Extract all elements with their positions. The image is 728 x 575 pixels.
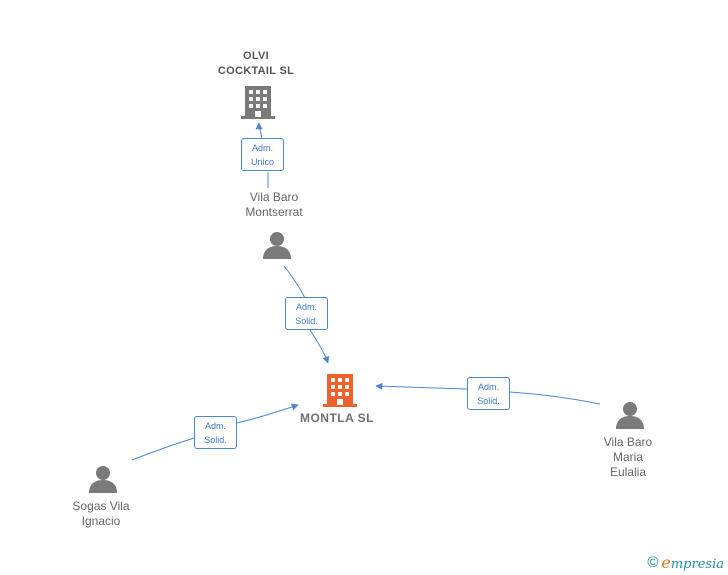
brand-name: mpresia bbox=[670, 557, 724, 572]
person-icon[interactable] bbox=[88, 464, 118, 494]
node-sogas-name-line2: Ignacio bbox=[81, 514, 121, 528]
node-montla-label[interactable]: MONTLA SL bbox=[287, 411, 387, 426]
node-montserrat-label[interactable]: Vila Baro Montserrat bbox=[224, 190, 324, 220]
edge-label-maria-montla[interactable]: Adm. Solid. bbox=[467, 377, 510, 410]
node-montserrat-name-line1: Vila Baro bbox=[249, 190, 299, 204]
main-building-icon[interactable] bbox=[323, 372, 357, 408]
node-maria-name-line1: Vila Baro bbox=[603, 435, 653, 449]
edge-label-sogas-montla[interactable]: Adm. Solid. bbox=[194, 416, 237, 449]
edge-montserrat-montla bbox=[283, 265, 328, 363]
copyright-icon: © bbox=[647, 554, 659, 571]
node-olvi-name-line2: COCKTAIL SL bbox=[217, 65, 295, 77]
node-montla-name: MONTLA SL bbox=[299, 411, 375, 425]
brand-initial: e bbox=[661, 553, 671, 572]
node-maria-label[interactable]: Vila Baro Maria Eulalia bbox=[583, 435, 673, 480]
edge-montserrat-olvi bbox=[259, 123, 269, 188]
edge-label-line2: Solid. bbox=[477, 396, 500, 406]
edge-label-line1: Adm. bbox=[204, 421, 226, 431]
node-maria-name-line3: Eulalia bbox=[609, 465, 647, 479]
edge-label-line1: Adm. bbox=[295, 302, 317, 312]
footer-brand[interactable]: © empresia bbox=[647, 553, 724, 572]
building-icon[interactable] bbox=[241, 84, 275, 120]
edge-sogas-montla bbox=[131, 405, 298, 461]
node-olvi-name-line1: OLVI bbox=[242, 50, 270, 62]
edge-label-line1: Adm. bbox=[251, 143, 273, 153]
edge-label-line1: Adm. bbox=[477, 382, 499, 392]
edge-label-line2: Solid. bbox=[204, 435, 227, 445]
node-olvi-label[interactable]: OLVI COCKTAIL SL bbox=[205, 49, 307, 79]
node-maria-name-line2: Maria bbox=[612, 450, 643, 464]
person-icon[interactable] bbox=[615, 400, 645, 430]
node-sogas-label[interactable]: Sogas Vila Ignacio bbox=[51, 499, 151, 529]
edge-label-line2: Unico bbox=[250, 157, 274, 167]
person-icon[interactable] bbox=[262, 230, 292, 260]
edge-maria-montla bbox=[376, 386, 601, 405]
node-sogas-name-line1: Sogas Vila bbox=[72, 499, 130, 513]
node-montserrat-name-line2: Montserrat bbox=[245, 205, 303, 219]
brand-logo: empresia bbox=[661, 553, 724, 572]
edge-label-montserrat-olvi[interactable]: Adm. Unico bbox=[241, 138, 284, 171]
edge-label-line2: Solid. bbox=[295, 316, 318, 326]
edge-label-montserrat-montla[interactable]: Adm. Solid. bbox=[285, 297, 328, 330]
